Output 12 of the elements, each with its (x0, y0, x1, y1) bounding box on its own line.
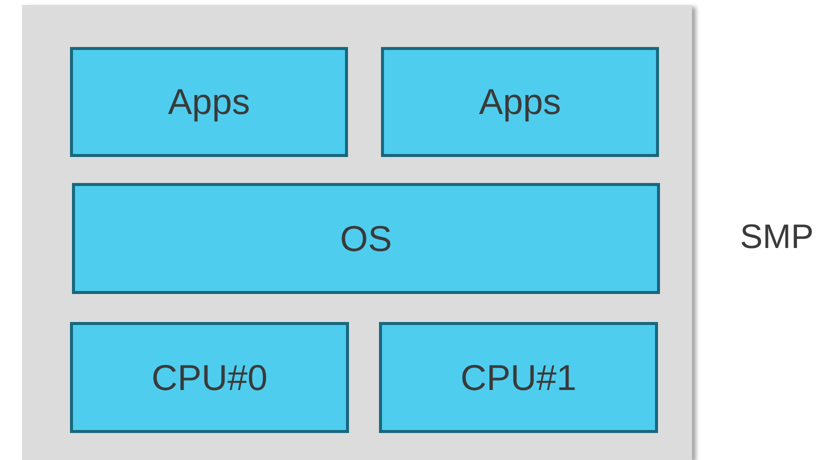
layer-box (70, 322, 349, 433)
layer-box (379, 322, 658, 433)
system-panel (22, 5, 692, 460)
layer-label: OS (340, 218, 392, 260)
layer-box (72, 183, 660, 294)
layer-box (70, 47, 348, 157)
system-label: SMP (740, 218, 814, 257)
layer-label: CPU#0 (151, 356, 268, 398)
layer-label: Apps (168, 81, 250, 123)
layer-box (381, 47, 659, 157)
layer-label: CPU#1 (460, 356, 577, 398)
layer-label: Apps (478, 81, 562, 123)
